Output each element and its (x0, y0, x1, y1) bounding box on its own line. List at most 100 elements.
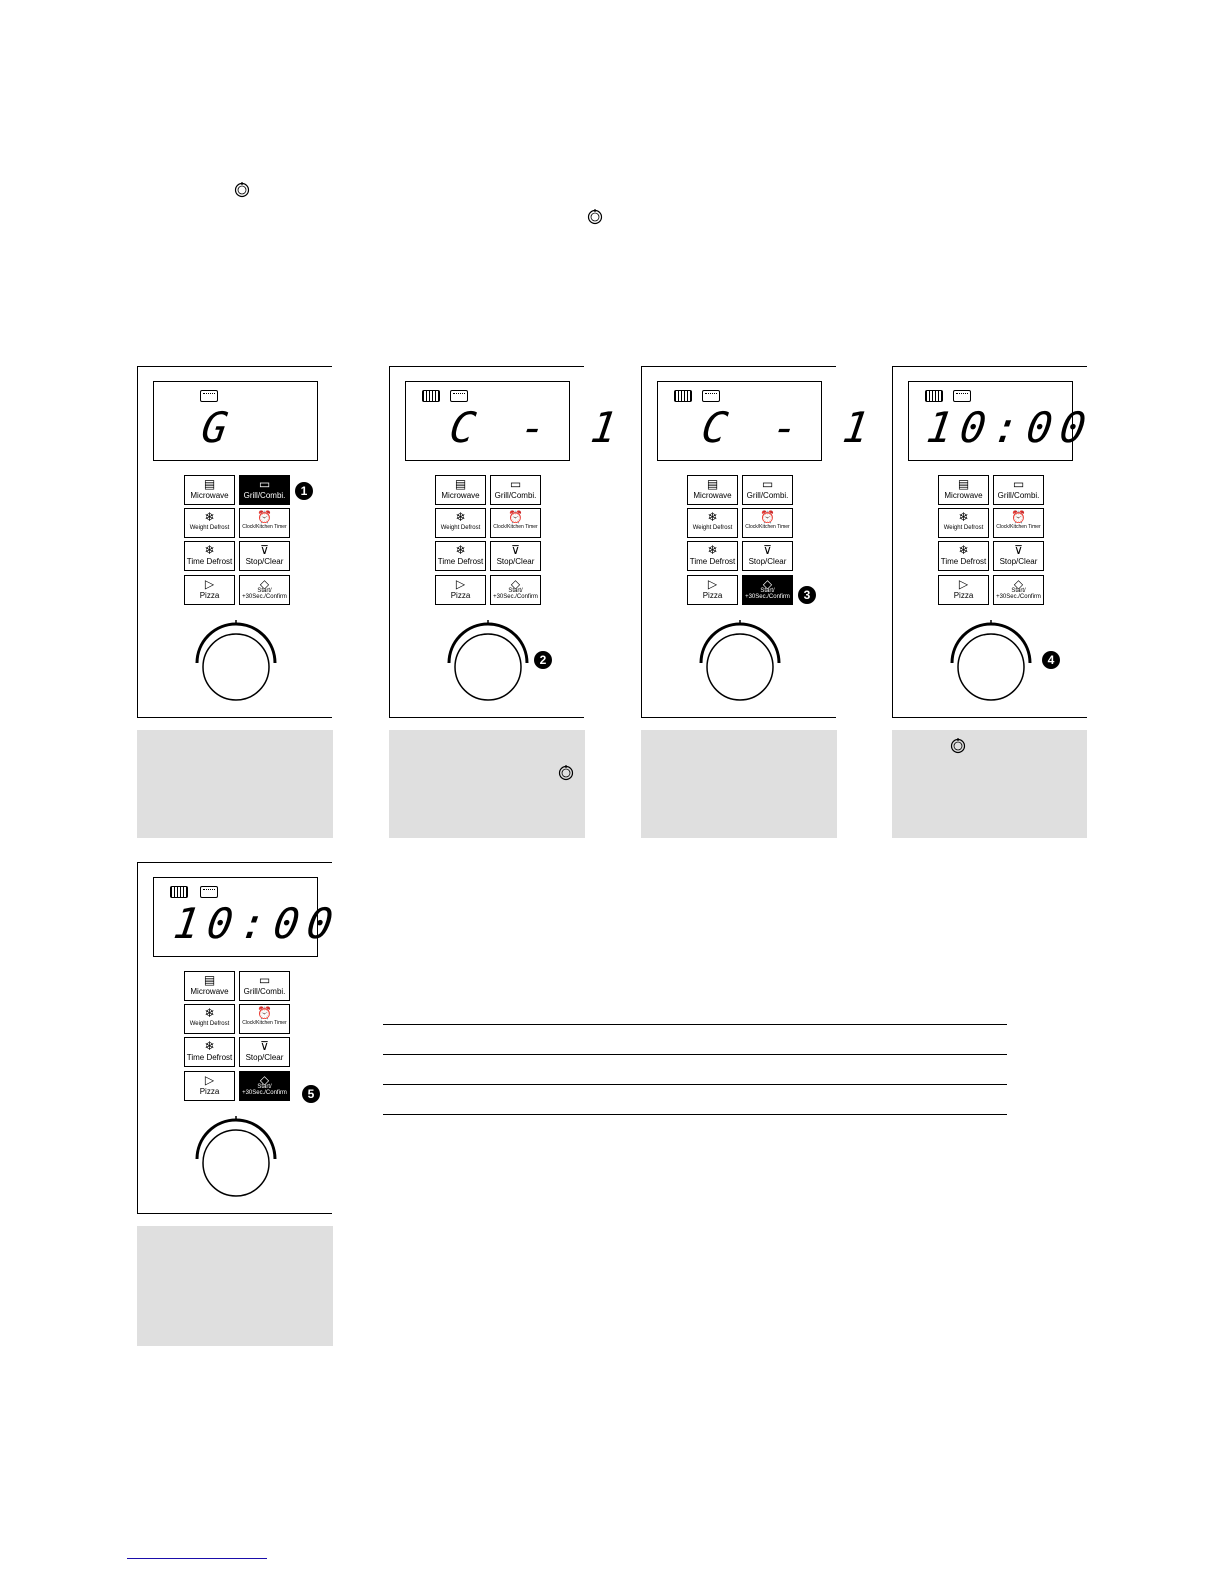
snowflake-icon: ❄ (204, 543, 215, 557)
step-caption (641, 730, 837, 838)
control-panel-step-1: G ▤Microwave ▭Grill/Combi. ❄Weight Defro… (137, 366, 332, 718)
start-button[interactable]: ◇Start/+30Sec./Confirm (239, 575, 290, 605)
display-readout: C - 1 (698, 403, 882, 452)
control-dial[interactable] (445, 620, 531, 706)
grill-combi-button[interactable]: ▭Grill/Combi. (490, 475, 541, 505)
pizza-button[interactable]: ▷Pizza (687, 575, 738, 605)
clock-timer-button[interactable]: ⏰Clock/Kitchen Timer (239, 508, 290, 538)
grill-icon: ▭ (761, 477, 774, 491)
control-dial[interactable] (948, 620, 1034, 706)
microwave-mode-icon (170, 886, 188, 898)
grill-icon: ▭ (258, 477, 271, 491)
stop-clear-button[interactable]: ⊽Stop/Clear (742, 541, 793, 571)
microwave-mode-icon (422, 390, 440, 402)
pizza-icon: ▷ (204, 577, 215, 591)
snowflake-icon: ❄ (455, 543, 466, 557)
pizza-button[interactable]: ▷Pizza (435, 575, 486, 605)
pizza-button[interactable]: ▷Pizza (184, 575, 235, 605)
stop-icon: ⊽ (260, 1039, 269, 1053)
dial-knob-icon (558, 765, 574, 781)
dial-knob-icon (234, 182, 250, 198)
lcd-display: C - 1 (405, 381, 630, 461)
control-panel-step-5: 10:00 ▤Microwave ▭Grill/Combi. ❄Weight D… (137, 862, 344, 1214)
snowflake-icon: ❄ (958, 510, 969, 524)
alarm-clock-icon: ⏰ (1011, 510, 1026, 524)
snowflake-icon: ❄ (204, 1006, 215, 1020)
grill-combi-button[interactable]: ▭Grill/Combi. (742, 475, 793, 505)
time-defrost-button[interactable]: ❄Time Defrost (687, 541, 738, 571)
snowflake-icon: ❄ (958, 543, 969, 557)
microwave-button[interactable]: ▤Microwave (687, 475, 738, 505)
clock-timer-button[interactable]: ⏰Clock/Kitchen Timer (490, 508, 541, 538)
snowflake-icon: ❄ (455, 510, 466, 524)
microwave-icon: ▤ (957, 477, 970, 491)
start-button[interactable]: ◇Start/+30Sec./Confirm (993, 575, 1044, 605)
dial-knob-icon (587, 209, 603, 225)
weight-defrost-button[interactable]: ❄Weight Defrost (435, 508, 486, 538)
lcd-display: G (153, 381, 318, 461)
start-icon: ◇ (259, 577, 270, 591)
time-defrost-button[interactable]: ❄Time Defrost (184, 541, 235, 571)
pizza-icon: ▷ (958, 577, 969, 591)
step-badge: 4 (1042, 651, 1060, 669)
microwave-button[interactable]: ▤Microwave (184, 971, 235, 1001)
display-readout: 10:00 (170, 899, 344, 948)
clock-timer-button[interactable]: ⏰Clock/Kitchen Timer (993, 508, 1044, 538)
alarm-clock-icon: ⏰ (257, 1006, 272, 1020)
grill-mode-icon (200, 886, 218, 898)
footnote-link-underline[interactable] (127, 1558, 267, 1559)
stop-clear-button[interactable]: ⊽Stop/Clear (239, 1037, 290, 1067)
pizza-button[interactable]: ▷Pizza (938, 575, 989, 605)
grill-mode-icon (953, 390, 971, 402)
dial-knob-icon (950, 738, 966, 754)
clock-timer-button[interactable]: ⏰Clock/Kitchen Timer (742, 508, 793, 538)
start-button[interactable]: ◇Start/+30Sec./Confirm (742, 575, 793, 605)
microwave-button[interactable]: ▤Microwave (938, 475, 989, 505)
time-defrost-button[interactable]: ❄Time Defrost (938, 541, 989, 571)
microwave-icon: ▤ (203, 973, 216, 987)
step-caption (137, 730, 333, 838)
pizza-icon: ▷ (707, 577, 718, 591)
stop-clear-button[interactable]: ⊽Stop/Clear (239, 541, 290, 571)
display-readout: C - 1 (446, 403, 630, 452)
microwave-icon: ▤ (706, 477, 719, 491)
weight-defrost-button[interactable]: ❄Weight Defrost (687, 508, 738, 538)
clock-timer-button[interactable]: ⏰Clock/Kitchen Timer (239, 1004, 290, 1034)
control-dial[interactable] (193, 620, 279, 706)
grill-mode-icon (702, 390, 720, 402)
step-caption (892, 730, 1087, 838)
control-dial[interactable] (193, 1116, 279, 1202)
microwave-mode-icon (674, 390, 692, 402)
pizza-icon: ▷ (204, 1073, 215, 1087)
stop-icon: ⊽ (1014, 543, 1023, 557)
control-dial[interactable] (697, 620, 783, 706)
control-panel-step-2: C - 1 ▤Microwave ▭Grill/Combi. ❄Weight D… (389, 366, 630, 718)
lcd-display: 10:00 (153, 877, 344, 957)
snowflake-icon: ❄ (204, 510, 215, 524)
microwave-button[interactable]: ▤Microwave (435, 475, 486, 505)
step-caption (389, 730, 585, 838)
snowflake-icon: ❄ (707, 510, 718, 524)
lcd-display: C - 1 (657, 381, 882, 461)
microwave-icon: ▤ (454, 477, 467, 491)
start-icon: ◇ (510, 577, 521, 591)
time-defrost-button[interactable]: ❄Time Defrost (184, 1037, 235, 1067)
microwave-button[interactable]: ▤Microwave (184, 475, 235, 505)
alarm-clock-icon: ⏰ (257, 510, 272, 524)
time-defrost-button[interactable]: ❄Time Defrost (435, 541, 486, 571)
step-badge: 2 (534, 651, 552, 669)
start-button[interactable]: ◇Start/+30Sec./Confirm (239, 1071, 290, 1101)
start-button[interactable]: ◇Start/+30Sec./Confirm (490, 575, 541, 605)
pizza-button[interactable]: ▷Pizza (184, 1071, 235, 1101)
table-top-rule (383, 1024, 1007, 1025)
weight-defrost-button[interactable]: ❄Weight Defrost (938, 508, 989, 538)
table-row-rule (383, 1054, 1007, 1055)
weight-defrost-button[interactable]: ❄Weight Defrost (184, 508, 235, 538)
grill-mode-icon (450, 390, 468, 402)
weight-defrost-button[interactable]: ❄Weight Defrost (184, 1004, 235, 1034)
grill-combi-button[interactable]: ▭Grill/Combi. (993, 475, 1044, 505)
stop-clear-button[interactable]: ⊽Stop/Clear (490, 541, 541, 571)
grill-combi-button[interactable]: ▭Grill/Combi. (239, 971, 290, 1001)
grill-combi-button[interactable]: ▭Grill/Combi. (239, 475, 290, 505)
stop-clear-button[interactable]: ⊽Stop/Clear (993, 541, 1044, 571)
